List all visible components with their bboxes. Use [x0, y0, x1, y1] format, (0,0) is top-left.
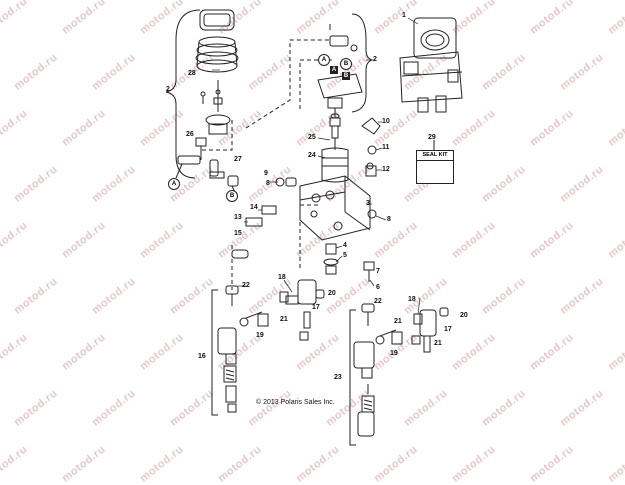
- parts-line-art: [165, 9, 463, 446]
- assembled-valve-part-1: [399, 17, 463, 113]
- part-label-7: 7: [376, 268, 380, 275]
- dashed-connector-d: [299, 204, 318, 270]
- left-solenoid-assembly: [217, 279, 325, 413]
- part-label-14: 14: [250, 204, 258, 211]
- part-label-8-left: 8: [266, 180, 270, 187]
- dashed-connector-c: [299, 59, 332, 112]
- part-label-20-left: 20: [328, 290, 336, 297]
- part-label-19-right: 19: [390, 350, 398, 357]
- part-label-5: 5: [343, 252, 347, 259]
- bracket-2-left: [165, 9, 201, 179]
- spool-column: [321, 113, 349, 183]
- leader-lines: [212, 17, 421, 315]
- part-label-8-right: 8: [387, 216, 391, 223]
- dashed-connector-a: [200, 120, 233, 151]
- valve-body-block: [299, 175, 371, 241]
- part-label-22-left: 22: [242, 282, 250, 289]
- callout-b-left: B: [226, 190, 238, 202]
- top-cap-assembly: [317, 24, 363, 118]
- part-label-21-left: 21: [280, 316, 288, 323]
- part-label-10: 10: [382, 118, 390, 125]
- part-label-3: 3: [366, 200, 370, 207]
- part-label-21-right-a: 21: [394, 318, 402, 325]
- bracket-23: [349, 309, 356, 446]
- part-label-1: 1: [402, 12, 406, 19]
- part-label-17-right: 17: [444, 326, 452, 333]
- part-label-22-right: 22: [374, 298, 382, 305]
- part-label-24: 24: [308, 152, 316, 159]
- part-label-23: 23: [334, 374, 342, 381]
- side-fittings: [231, 117, 381, 259]
- seal-kit-box: [416, 160, 454, 184]
- part-label-13: 13: [234, 214, 242, 221]
- copyright-notice: © 2013 Polaris Sales Inc.: [256, 399, 335, 406]
- part-label-16: 16: [198, 353, 206, 360]
- part-label-19-left: 19: [256, 332, 264, 339]
- part-label-4: 4: [343, 242, 347, 249]
- part-label-26: 26: [186, 131, 194, 138]
- bracket-16: [211, 289, 218, 416]
- part-label-27: 27: [234, 156, 242, 163]
- lower-cap-parts: [323, 243, 375, 282]
- fitting-26-27: [175, 137, 239, 195]
- dashed-connector-b: [245, 39, 330, 129]
- clip-callout-b: B: [342, 72, 350, 80]
- part-label-9: 9: [264, 170, 268, 177]
- part-label-17-left: 17: [312, 304, 320, 311]
- part-label-21-right-b: 21: [434, 340, 442, 347]
- part-label-6: 6: [376, 284, 380, 291]
- boot-part-28: [195, 9, 239, 73]
- part-label-15: 15: [234, 230, 242, 237]
- part-label-20-right: 20: [460, 312, 468, 319]
- bracket-2-right: [351, 13, 374, 113]
- callout-b-top: B: [340, 58, 352, 70]
- part-label-29: 29: [428, 134, 436, 141]
- part-label-2-left: 2: [166, 86, 170, 93]
- part-label-12: 12: [382, 166, 390, 173]
- part-label-11: 11: [382, 144, 390, 151]
- callout-a-top: A: [318, 54, 330, 66]
- part-label-28: 28: [188, 70, 196, 77]
- part-label-18-left: 18: [278, 274, 286, 281]
- part-label-2-right: 2: [373, 56, 377, 63]
- joystick-stem-left: [200, 80, 231, 135]
- clip-callout-a: A: [330, 66, 338, 74]
- part-label-25: 25: [308, 134, 316, 141]
- callout-a-left: A: [168, 178, 180, 190]
- part-label-18-right: 18: [408, 296, 416, 303]
